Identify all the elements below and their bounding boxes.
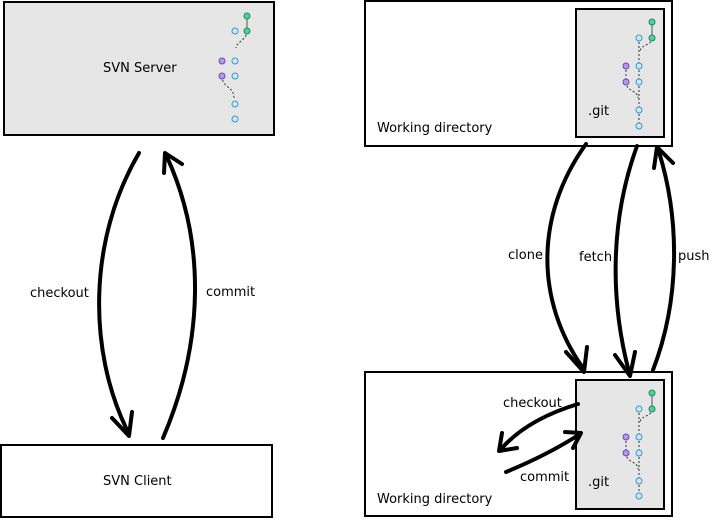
push-label: push <box>678 249 710 264</box>
svn-checkout-arrowhead <box>110 410 134 438</box>
remote-git-label: .git <box>588 104 609 119</box>
remote-commit-graph <box>622 18 656 130</box>
commit-node <box>635 449 643 457</box>
commit-node <box>622 449 630 457</box>
svn-server-label: SVN Server <box>103 61 177 76</box>
push-arrow <box>651 150 677 372</box>
clone-arrow <box>545 142 588 370</box>
svn-commit-arrow <box>161 155 197 440</box>
svn-server-commit-graph <box>218 12 251 123</box>
remote-git-box <box>575 8 665 138</box>
remote-working-directory-label: Working directory <box>377 121 493 136</box>
commit-node <box>622 62 630 70</box>
svn-commit-label: commit <box>206 285 255 300</box>
commit-node <box>231 57 239 65</box>
local-git-box <box>575 379 665 510</box>
commit-node <box>243 27 251 35</box>
svn-client-box <box>0 444 273 518</box>
commit-node <box>635 106 643 114</box>
svn-commit-arrowhead <box>162 151 184 175</box>
merge-connector <box>221 75 235 99</box>
clone-label: clone <box>508 248 543 263</box>
commit-node <box>231 115 239 123</box>
commit-node <box>231 27 239 35</box>
local-checkout-label: checkout <box>503 396 562 411</box>
commit-node <box>635 122 643 130</box>
local-checkout-arrowhead <box>497 431 519 453</box>
commit-node <box>648 389 656 397</box>
commit-node <box>635 433 643 441</box>
fetch-label: fetch <box>579 250 612 265</box>
svn-client-label: SVN Client <box>103 474 172 489</box>
commit-node <box>231 72 239 80</box>
fetch-arrow <box>613 144 639 374</box>
commit-node <box>635 34 643 42</box>
commit-node <box>635 405 643 413</box>
local-git-label: .git <box>588 475 609 490</box>
commit-node <box>648 34 656 42</box>
commit-node <box>648 18 656 26</box>
commit-node <box>635 78 643 86</box>
local-commit-arrow <box>504 432 582 474</box>
commit-node <box>635 62 643 70</box>
svn-server-box <box>3 1 275 136</box>
commit-node <box>218 57 226 65</box>
clone-arrowhead <box>564 345 589 374</box>
svn-checkout-arrow <box>97 151 141 432</box>
local-checkout-arrow <box>500 402 580 450</box>
commit-node <box>635 492 643 500</box>
local-commit-arrowhead <box>563 430 583 450</box>
fetch-arrowhead <box>613 350 637 378</box>
commit-node <box>635 477 643 485</box>
commit-node <box>648 405 656 413</box>
commit-node <box>231 100 239 108</box>
local-working-directory-label: Working directory <box>377 492 493 507</box>
push-arrowhead <box>652 145 675 170</box>
local-commit-graph <box>622 389 656 500</box>
commit-node <box>243 12 251 20</box>
local-commit-label: commit <box>520 470 569 485</box>
commit-node <box>218 72 226 80</box>
svn-checkout-label: checkout <box>30 286 89 301</box>
commit-node <box>622 78 630 86</box>
commit-node <box>622 433 630 441</box>
